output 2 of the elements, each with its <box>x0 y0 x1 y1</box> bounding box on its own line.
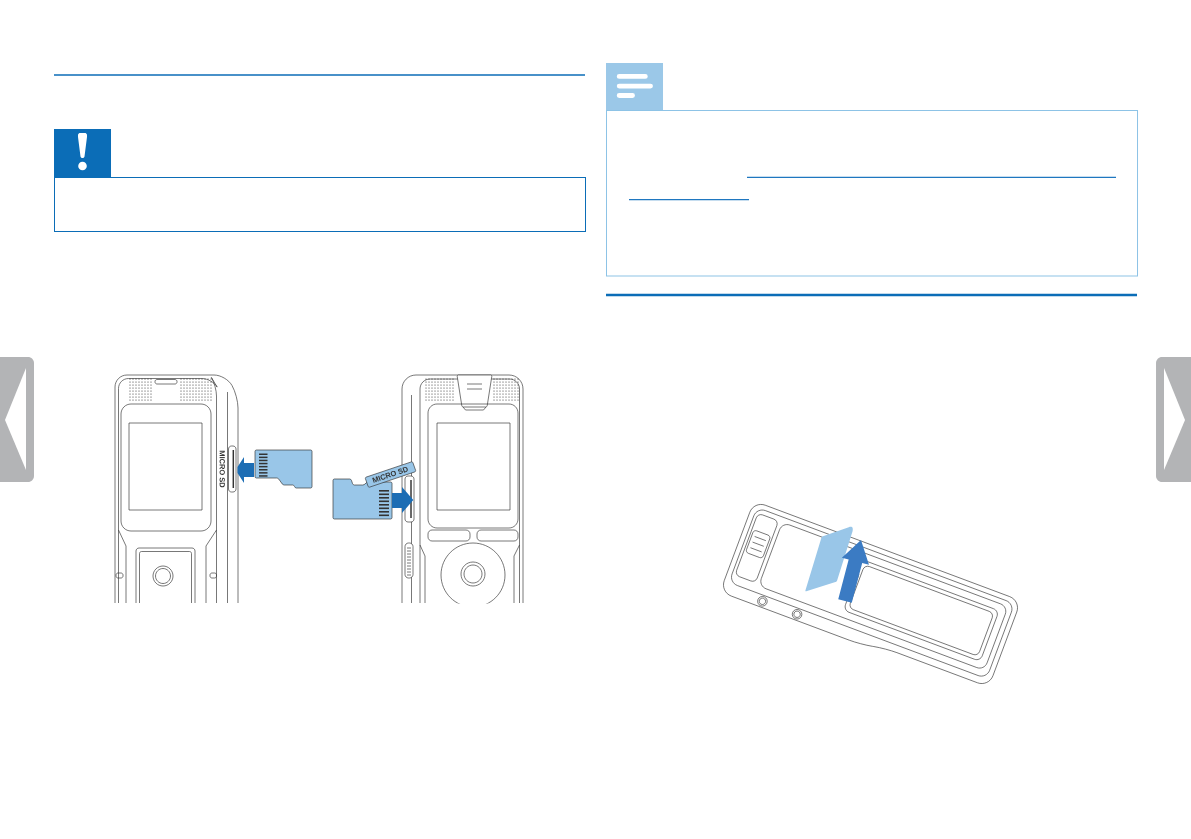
warning-box <box>54 177 586 232</box>
note-box <box>606 110 1138 277</box>
